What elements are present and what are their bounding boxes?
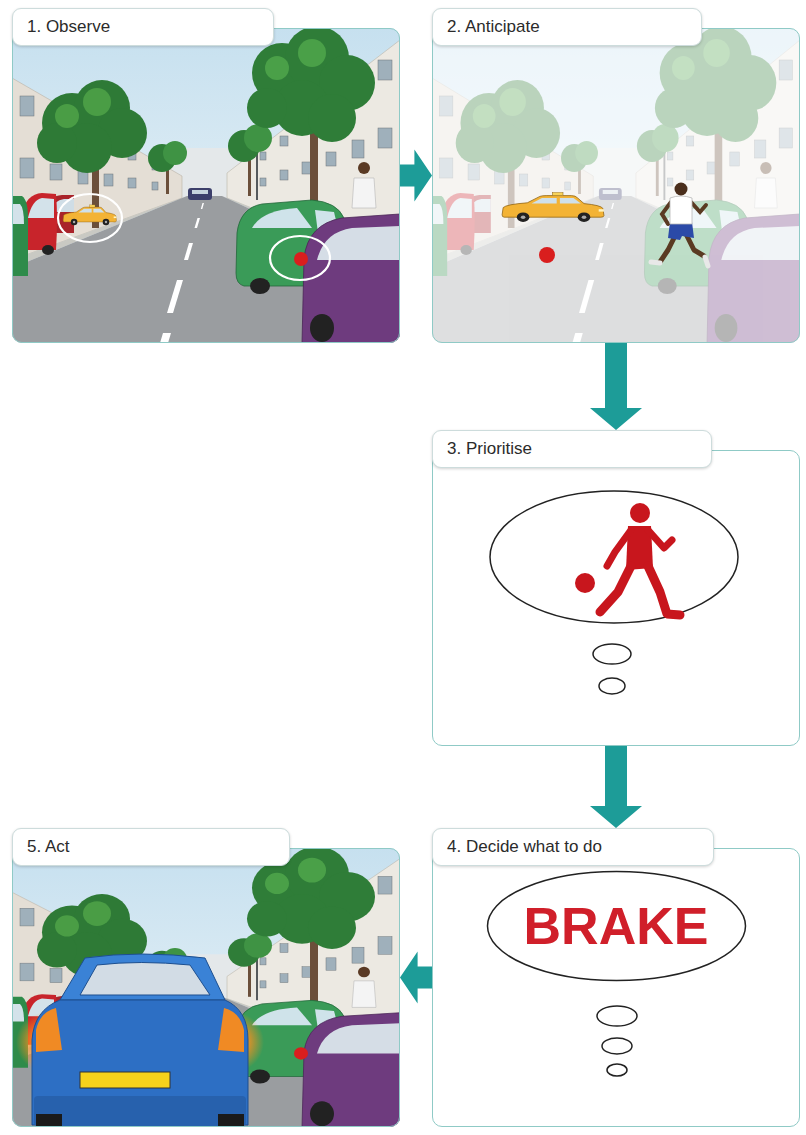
runner [686,234,704,256]
anticipate-scene [432,28,800,343]
thought-dots [607,1064,627,1076]
runner [675,183,688,196]
step-heading: 4. Decide what to do [432,828,714,866]
flow-arrow [400,952,432,1004]
step-panel: 5. Act [12,828,400,1127]
step-heading: 1. Observe [12,8,274,46]
thought-cloud [490,491,738,694]
hazard-silhouette [575,503,680,615]
braking-car [36,1114,62,1127]
faded-street [432,28,800,343]
thought-cloud [593,644,631,664]
step-panel: 3. Prioritise [432,430,800,746]
runner [705,257,708,266]
hazard-silhouette [630,503,650,523]
hazard-silhouette [648,530,672,548]
highlight-ring [58,194,122,242]
runner [651,183,708,267]
number-plate [80,1072,170,1088]
ball [294,252,308,266]
thought-bubble: BRAKE [486,870,747,982]
flow-arrow [590,343,642,430]
runner [670,196,692,224]
flow-arrow [590,746,642,828]
step-panel: 1. Observe [12,8,400,343]
hazard-silhouette [607,530,631,566]
street-scene [12,28,400,343]
braking-car [218,1114,244,1127]
panel-frame [432,450,800,746]
panel-frame [12,848,400,1127]
panel-frame [12,28,400,343]
braking-car [80,963,210,996]
step-heading: 3. Prioritise [432,430,712,468]
step-heading: 2. Anticipate [432,8,702,46]
street-scene [12,848,400,1127]
thought-dots [602,1038,632,1054]
hazard-silhouette [600,566,631,612]
highlight-ring [270,236,330,280]
action-word: BRAKE [524,900,709,952]
thought-cloud [599,678,625,694]
braking-car [36,1008,62,1052]
step-heading: 5. Act [12,828,290,866]
bubble-ellipse [487,872,745,981]
taxi [502,192,604,222]
observe-scene [12,28,400,343]
thought-cloud [490,491,738,623]
hazard-silhouette [575,573,595,593]
braking-car [60,954,225,1000]
flow-arrow [400,150,432,202]
braking-car [34,1096,246,1126]
runner [651,262,660,263]
panel-frame [432,28,800,343]
ball [294,1047,308,1059]
act-scene [12,848,400,1127]
runner [691,202,706,212]
thought-dots [597,1006,637,1076]
taxi [63,205,116,225]
ball [539,247,555,263]
hazard-silhouette [648,566,680,615]
step-panel: 2. Anticipate [432,8,800,343]
runner [668,222,694,240]
thought-dots [597,1006,637,1026]
braking-car [218,1008,244,1052]
step-panel: 4. Decide what to do BRAKE [432,828,800,1127]
street-scene [12,848,400,1127]
braking-car [16,954,264,1127]
braking-car [32,1000,248,1125]
